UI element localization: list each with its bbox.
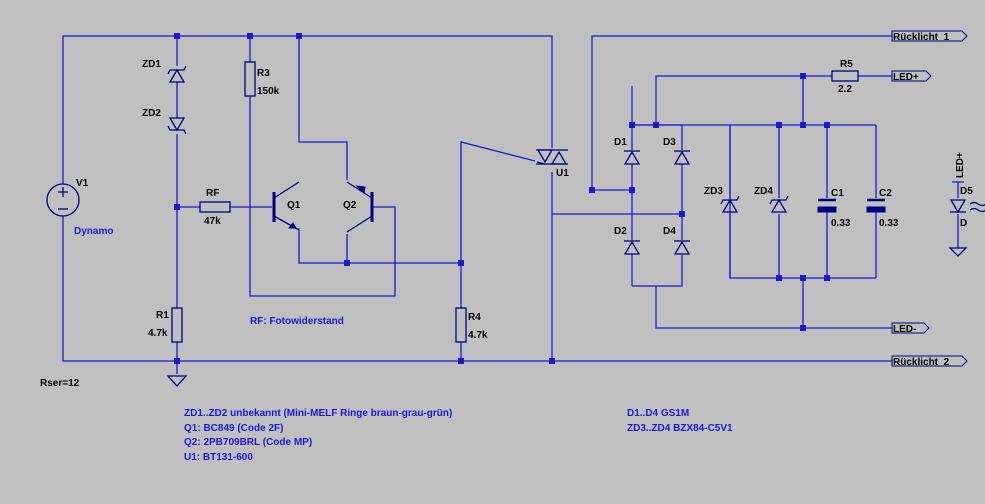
rf-resistor[interactable]: [199, 201, 231, 213]
c1-ref: C1: [831, 188, 844, 199]
r1-resistor[interactable]: [171, 307, 183, 343]
junctions: [174, 33, 830, 364]
zd2-zener[interactable]: [167, 117, 187, 135]
zd4-zener[interactable]: [769, 195, 789, 213]
d5-ref: D5: [960, 186, 973, 197]
v1-source[interactable]: [46, 183, 80, 217]
q2-transistor[interactable]: [346, 181, 374, 233]
notes-left: ZD1..ZD2 unbekannt (Mini-MELF Ringe brau…: [184, 408, 452, 463]
c2-capacitor[interactable]: [866, 198, 886, 213]
d1-diode[interactable]: [623, 150, 641, 165]
q1-ref: Q1: [287, 200, 301, 211]
rf-note: RF: Fotowiderstand: [250, 316, 344, 327]
port-rucklicht2-label: Rücklicht_2: [893, 357, 950, 368]
port-ledplus[interactable]: [891, 70, 932, 82]
note-line: ZD3..ZD4 BZX84-C5V1: [627, 423, 733, 434]
q1-transistor[interactable]: [272, 181, 300, 231]
r4-resistor[interactable]: [455, 307, 467, 343]
ground-symbol: [166, 375, 188, 387]
c1-capacitor[interactable]: [817, 198, 837, 213]
note-line: ZD1..ZD2 unbekannt (Mini-MELF Ringe brau…: [184, 408, 452, 419]
zd2-ref: ZD2: [142, 108, 161, 119]
c2-ref: C2: [879, 188, 892, 199]
d2-diode[interactable]: [623, 240, 641, 255]
d3-ref: D3: [663, 137, 676, 148]
c2-value: 0.33: [879, 218, 899, 229]
u1-triac[interactable]: [536, 149, 568, 165]
r3-resistor[interactable]: [244, 61, 256, 97]
d1-ref: D1: [614, 137, 627, 148]
wires: [62, 35, 959, 374]
d2-ref: D2: [614, 226, 627, 237]
note-line: Q1: BC849 (Code 2F): [184, 423, 283, 434]
port-ledminus-label: LED-: [893, 324, 916, 335]
r1-ref: R1: [156, 310, 169, 321]
zd3-zener[interactable]: [720, 195, 740, 213]
r5-resistor[interactable]: [831, 70, 859, 82]
d3-diode[interactable]: [673, 150, 691, 165]
note-line: D1..D4 GS1M: [627, 408, 689, 419]
note-line: Q2: 2PB709BRL (Code MP): [184, 437, 312, 448]
r4-value: 4.7k: [468, 330, 488, 341]
d5-flag: LED+: [955, 152, 966, 178]
r5-value: 2.2: [838, 84, 852, 95]
rf-ref: RF: [206, 188, 219, 199]
port-rucklicht1-label: Rücklicht_1: [893, 32, 950, 43]
zd1-zener[interactable]: [167, 65, 187, 83]
zd3-ref: ZD3: [704, 186, 723, 197]
r4-ref: R4: [468, 312, 481, 323]
port-ledplus-label: LED+: [893, 72, 919, 83]
d5-value: D: [960, 218, 967, 229]
port-rucklicht1[interactable]: [891, 30, 968, 42]
port-rucklicht2[interactable]: [891, 355, 968, 367]
notes-right: D1..D4 GS1M ZD3..ZD4 BZX84-C5V1: [627, 408, 733, 434]
v1-ref: V1: [76, 178, 89, 189]
d4-ref: D4: [663, 226, 676, 237]
rf-value: 47k: [204, 216, 221, 227]
r3-value: 150k: [257, 86, 280, 97]
d4-diode[interactable]: [673, 240, 691, 255]
r1-value: 4.7k: [148, 328, 168, 339]
ground-symbol-d5: [948, 247, 968, 257]
zd4-ref: ZD4: [754, 186, 773, 197]
v1-value: Dynamo: [74, 226, 113, 237]
q2-ref: Q2: [343, 200, 357, 211]
r5-ref: R5: [840, 59, 853, 70]
c1-value: 0.33: [831, 218, 851, 229]
zd1-ref: ZD1: [142, 59, 161, 70]
u1-ref: U1: [556, 168, 569, 179]
rser-directive: Rser=12: [40, 378, 80, 389]
r3-ref: R3: [257, 68, 270, 79]
note-line: U1: BT131-600: [184, 452, 253, 463]
port-ledminus[interactable]: [891, 322, 930, 334]
d5-led[interactable]: [949, 181, 985, 214]
